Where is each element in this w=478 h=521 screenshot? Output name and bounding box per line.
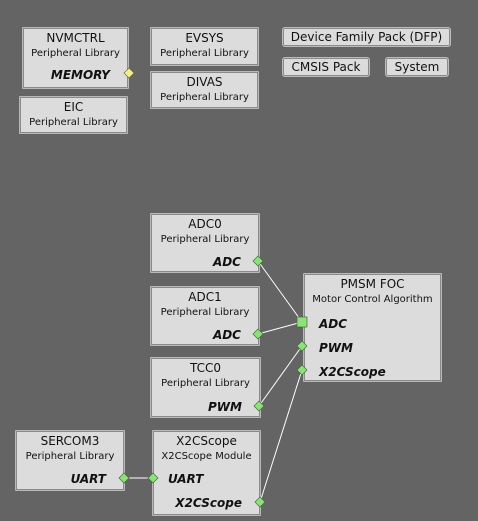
component-desc: Peripheral Library [160, 92, 249, 103]
port-label-adc: ADC [212, 328, 241, 342]
component-title: ADC1 [188, 290, 222, 304]
component-desc: Peripheral Library [160, 48, 249, 59]
component-title: PMSM FOC [340, 277, 405, 291]
component-desc: Peripheral Library [29, 117, 118, 128]
port-label-x2cscope: X2CScope [175, 496, 242, 510]
port-label-pwm: PWM [208, 400, 242, 414]
cmsis-pack-button[interactable]: CMSIS Pack [282, 57, 370, 77]
component-divas[interactable]: DIVAS Peripheral Library [150, 71, 259, 109]
component-desc: Peripheral Library [160, 234, 250, 245]
port-label-uart: UART [70, 472, 106, 486]
component-desc: Peripheral Library [25, 451, 115, 462]
component-adc1[interactable]: ADC1 Peripheral Library ADC [150, 286, 260, 346]
component-title: DIVAS [186, 75, 223, 89]
system-button[interactable]: System [385, 57, 449, 77]
component-pmsm-foc[interactable]: PMSM FOC Motor Control Algorithm ADC PWM… [303, 273, 442, 382]
component-x2cscope[interactable]: X2CScope X2CScope Module UART X2CScope [152, 430, 261, 516]
component-title: X2CScope [176, 434, 237, 448]
component-nvmctrl[interactable]: NVMCTRL Peripheral Library MEMORY [22, 27, 129, 89]
component-desc: X2CScope Module [161, 451, 252, 462]
device-family-pack-button[interactable]: Device Family Pack (DFP) [282, 27, 451, 47]
port-label-memory: MEMORY [50, 68, 110, 82]
component-title: EVSYS [185, 31, 224, 45]
component-eic[interactable]: EIC Peripheral Library [19, 96, 128, 134]
component-title: NVMCTRL [46, 31, 105, 45]
port-label-x2cscope: X2CScope [319, 365, 386, 379]
component-tcc0[interactable]: TCC0 Peripheral Library PWM [150, 357, 261, 418]
port-label-uart: UART [168, 472, 204, 486]
component-title: TCC0 [189, 361, 222, 375]
component-desc: Peripheral Library [161, 378, 250, 389]
port-label-pwm: PWM [319, 341, 353, 355]
component-sercom3[interactable]: SERCOM3 Peripheral Library UART [15, 430, 125, 491]
port-label-adc: ADC [319, 317, 348, 331]
component-title: SERCOM3 [40, 434, 100, 448]
component-title: EIC [63, 100, 84, 114]
component-adc0[interactable]: ADC0 Peripheral Library ADC [150, 213, 260, 273]
component-desc: Peripheral Library [31, 48, 120, 59]
component-evsys[interactable]: EVSYS Peripheral Library [150, 27, 259, 66]
component-desc: Motor Control Algorithm [312, 294, 433, 305]
port-label-adc: ADC [212, 255, 241, 269]
component-title: ADC0 [188, 217, 222, 231]
component-desc: Peripheral Library [160, 307, 250, 318]
